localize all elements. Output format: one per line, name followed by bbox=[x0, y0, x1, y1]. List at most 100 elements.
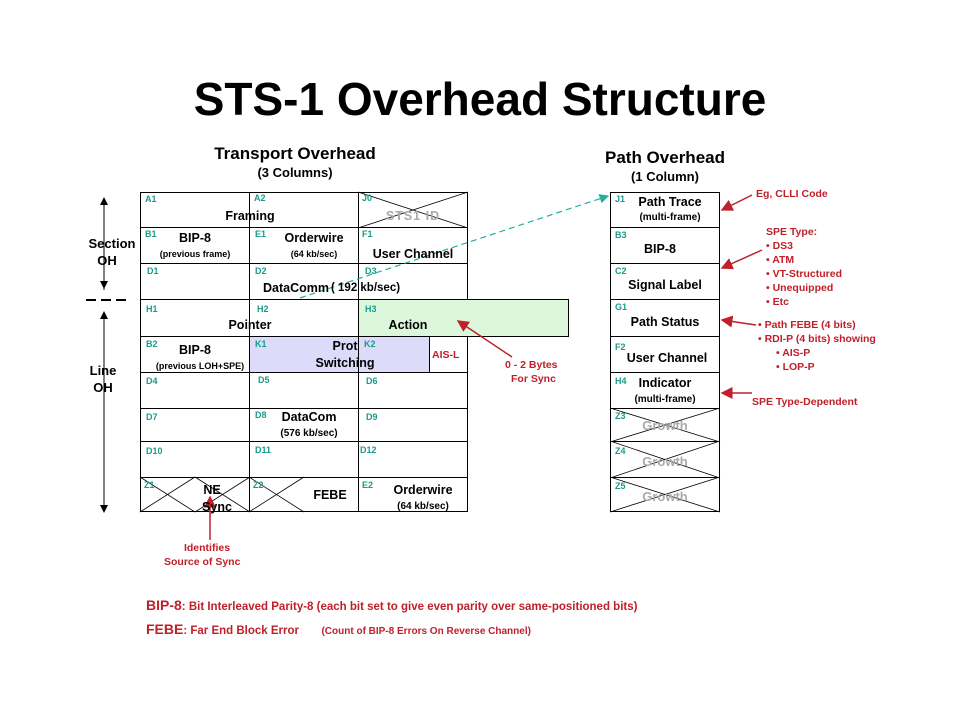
code-c2: C2 bbox=[615, 266, 627, 276]
code-k2: K2 bbox=[364, 339, 376, 349]
code-f1: F1 bbox=[362, 229, 373, 239]
code-h2: H2 bbox=[257, 304, 269, 314]
orderwire-e2-sub: (64 kb/sec) bbox=[397, 501, 449, 512]
bip8-b1-sub: (previous frame) bbox=[159, 249, 231, 259]
code-b3: B3 bbox=[615, 230, 627, 240]
spe-type-item: • DS3 bbox=[766, 240, 794, 252]
code-a2: A2 bbox=[254, 193, 266, 203]
g1-item: • RDI-P (4 bits) showing bbox=[758, 333, 876, 345]
bip8-b3-label: BIP-8 bbox=[644, 242, 676, 256]
transport-overhead-heading: Transport Overhead bbox=[214, 144, 376, 163]
code-z2: Z2 bbox=[253, 480, 264, 490]
spe-type-item: • Etc bbox=[766, 296, 789, 308]
growth-z5-label: Growth bbox=[642, 489, 688, 504]
code-b1: B1 bbox=[145, 229, 157, 239]
path-overhead-columns: (1 Column) bbox=[631, 169, 699, 184]
febe-footnote-key: FEBE bbox=[146, 621, 184, 637]
datacomm-label: DataComm bbox=[263, 281, 329, 295]
line-oh-label-2: OH bbox=[93, 380, 113, 395]
user-channel-f1-label: User Channel bbox=[372, 247, 454, 261]
spe-type-item: • VT-Structured bbox=[766, 268, 843, 280]
code-d8: D8 bbox=[255, 410, 267, 420]
clli-annotation: Eg, CLLI Code bbox=[756, 188, 828, 200]
g1-item: • LOP-P bbox=[776, 361, 815, 373]
bip8-footnote: BIP-8: Bit Interleaved Parity-8 (each bi… bbox=[146, 597, 637, 615]
ne-sync-label-2: Sync bbox=[202, 500, 232, 514]
teal-dashed-arrow bbox=[299, 194, 610, 299]
growth-z3-label: Growth bbox=[642, 418, 688, 433]
code-b2: B2 bbox=[146, 339, 158, 349]
bip8-footnote-desc: : Bit Interleaved Parity-8 (each bit set… bbox=[181, 601, 638, 613]
code-d12: D12 bbox=[360, 445, 377, 455]
cell-e2 bbox=[358, 477, 468, 512]
code-k1: K1 bbox=[255, 339, 267, 349]
febe-footnote-desc: : Far End Block Error bbox=[183, 625, 300, 637]
g1-item: • Path FEBE (4 bits) bbox=[758, 319, 856, 331]
path-status-label: Path Status bbox=[630, 315, 700, 329]
section-line-bracket bbox=[86, 197, 126, 513]
orderwire-e1-sub: (64 kb/sec) bbox=[290, 249, 338, 259]
transport-overhead-columns: (3 Columns) bbox=[257, 165, 333, 180]
g1-annotation: • Path FEBE (4 bits) • RDI-P (4 bits) sh… bbox=[758, 318, 876, 374]
user-channel-f2-label: User Channel bbox=[626, 351, 708, 365]
code-d10: D10 bbox=[146, 446, 163, 456]
code-d5: D5 bbox=[258, 375, 270, 385]
cell-z5 bbox=[610, 477, 720, 512]
indicator-sub: (multi-frame) bbox=[634, 394, 696, 405]
sts1-id-label: STS1 ID bbox=[385, 209, 441, 223]
bip8-b1-label: BIP-8 bbox=[179, 231, 211, 245]
section-oh-label-2: OH bbox=[97, 253, 117, 268]
febe-footnote: FEBE: Far End Block Error (Count of BIP-… bbox=[146, 621, 531, 639]
spe-type-annotation: SPE Type: • DS3 • ATM • VT-Structured • … bbox=[766, 225, 842, 309]
code-e1: E1 bbox=[255, 229, 267, 239]
febe-footnote-extra: (Count of BIP-8 Errors On Reverse Channe… bbox=[321, 626, 531, 637]
code-d11: D11 bbox=[255, 445, 272, 455]
code-d7: D7 bbox=[146, 412, 158, 422]
sync-bytes-arrow bbox=[456, 320, 513, 358]
code-g1: G1 bbox=[615, 302, 628, 312]
j0-crossout bbox=[357, 191, 469, 229]
clli-arrow bbox=[720, 194, 753, 211]
code-d9: D9 bbox=[366, 412, 378, 422]
prot-switching-label-1: Prot bbox=[332, 339, 358, 353]
pointer-label: Pointer bbox=[228, 318, 272, 332]
path-trace-label: Path Trace bbox=[638, 195, 702, 209]
framing-label: Framing bbox=[225, 209, 275, 223]
febe-label: FEBE bbox=[313, 488, 347, 502]
code-z1: Z1 bbox=[144, 480, 155, 490]
bip8-footnote-key: BIP-8 bbox=[146, 597, 182, 613]
line-oh-label-1: Line bbox=[89, 363, 117, 378]
code-d4: D4 bbox=[146, 376, 158, 386]
z2-crossout bbox=[248, 476, 305, 513]
orderwire-e2-label: Orderwire bbox=[393, 483, 453, 497]
code-f2: F2 bbox=[615, 342, 626, 352]
g1-arrow bbox=[720, 315, 757, 328]
page-title: STS-1 Overhead Structure bbox=[193, 73, 767, 125]
datacomm-rate: ( 192 kb/sec) bbox=[331, 282, 401, 294]
action-label: Action bbox=[388, 318, 428, 332]
spe-type-item: • ATM bbox=[766, 254, 795, 266]
ne-sync-label-1: NE bbox=[203, 483, 221, 497]
spe-type-arrow bbox=[720, 249, 763, 270]
sync-bytes-annotation-1: 0 - 2 Bytes bbox=[505, 359, 558, 371]
bip8-b2-label: BIP-8 bbox=[179, 343, 211, 357]
growth-z4-label: Growth bbox=[642, 454, 688, 469]
code-j1: J1 bbox=[615, 194, 626, 204]
spe-type-title: SPE Type: bbox=[766, 226, 818, 238]
identifies-annotation-2: Source of Sync bbox=[164, 556, 241, 568]
code-a1: A1 bbox=[145, 194, 157, 204]
datacom-label: DataCom bbox=[281, 410, 337, 424]
code-h1: H1 bbox=[146, 304, 158, 314]
code-h4: H4 bbox=[615, 376, 627, 386]
prot-switching-label-2: Switching bbox=[315, 356, 375, 370]
spe-type-item: • Unequipped bbox=[766, 282, 834, 294]
section-oh-label-1: Section bbox=[88, 236, 136, 251]
bip8-b2-sub: (previous LOH+SPE) bbox=[155, 361, 245, 371]
orderwire-e1-label: Orderwire bbox=[284, 231, 344, 245]
indicator-label: Indicator bbox=[638, 376, 692, 390]
code-z3: Z3 bbox=[615, 411, 626, 421]
path-trace-sub: (multi-frame) bbox=[639, 212, 701, 223]
code-d6: D6 bbox=[366, 376, 378, 386]
sync-bytes-annotation-2: For Sync bbox=[511, 373, 556, 385]
